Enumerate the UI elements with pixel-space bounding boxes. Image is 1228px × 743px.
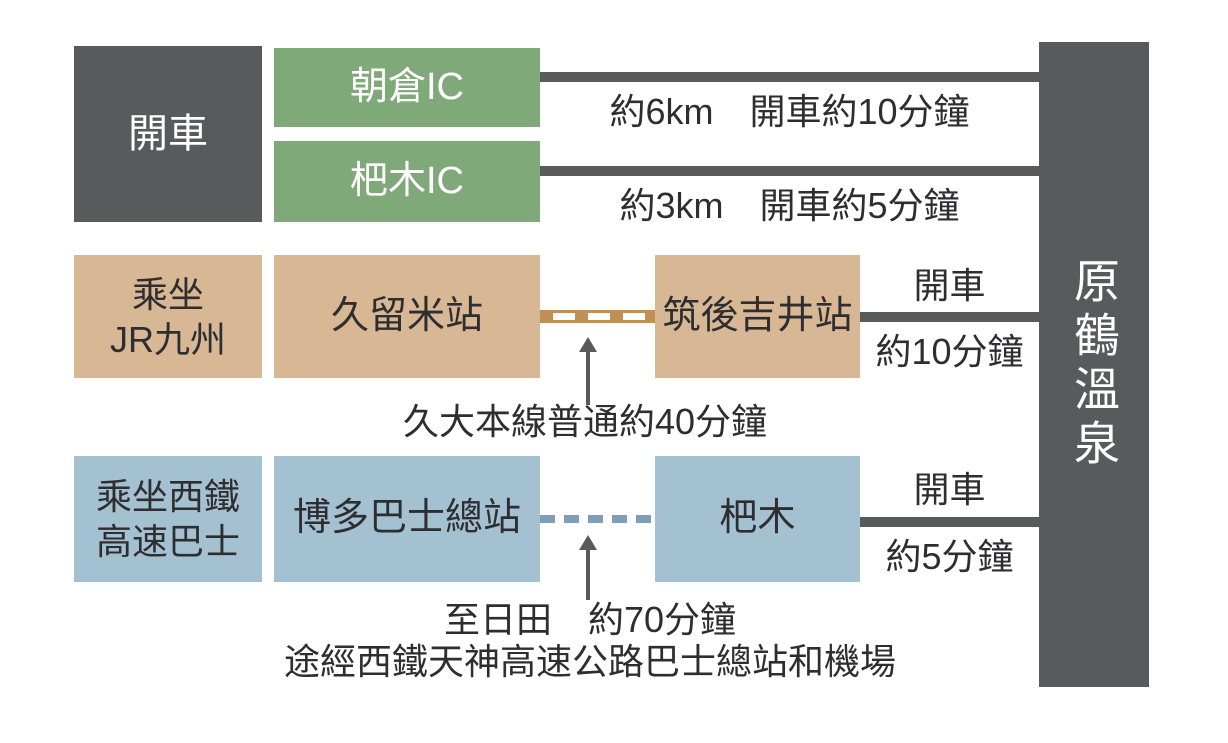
connector-line-haki-stop	[860, 517, 1039, 527]
up-arrow-icon	[578, 337, 598, 405]
kurume-station-label: 久留米站	[330, 294, 483, 337]
haki-ic-label: 杷木IC	[349, 159, 464, 202]
arrow-head	[579, 337, 597, 352]
connector-line-haki-ic	[540, 166, 1039, 176]
destination-bar: 原鶴溫泉	[1039, 42, 1149, 687]
up-arrow-icon	[578, 535, 598, 600]
arrow-shaft	[586, 550, 590, 600]
chikugo-yoshii-station-label: 筑後吉井站	[662, 294, 853, 337]
jr-mode-label-line1: 乘坐	[131, 273, 204, 315]
bus-drive-label: 開車	[913, 469, 986, 510]
jr-mode-label-line2: JR九州	[110, 318, 226, 360]
haki-ic-box: 杷木IC	[274, 141, 540, 222]
hakata-bus-terminal-label: 博多巴士總站	[292, 497, 521, 540]
haki-stop-label: 杷木	[719, 497, 796, 540]
haki-stop-box: 杷木	[655, 456, 860, 582]
haki-ic-route-note: 約3km 開車約5分鐘	[619, 185, 960, 226]
car-mode-box: 開車	[74, 46, 262, 222]
destination-label: 原鶴溫泉	[1068, 256, 1120, 473]
jr-drive-time: 約10分鐘	[875, 331, 1024, 372]
asakura-route-note: 約6km 開車約10分鐘	[609, 91, 970, 132]
bus-dashed-line	[540, 515, 655, 523]
chikugo-yoshii-station-box: 筑後吉井站	[655, 255, 860, 378]
bus-route-note-line2: 途經西鐵天神高速公路巴士總站和機場	[283, 641, 896, 682]
hakata-bus-terminal-box: 博多巴士總站	[274, 456, 540, 582]
bus-route-note-line1: 至日田 約70分鐘	[443, 599, 737, 640]
jr-rail-note: 久大本線普通約40分鐘	[402, 401, 768, 442]
car-mode-label: 開車	[128, 112, 208, 156]
bus-mode-box: 乘坐西鐵 高速巴士	[74, 456, 262, 582]
connector-line-asakura	[540, 72, 1039, 82]
jr-drive-label: 開車	[913, 265, 986, 306]
connector-line-chikugo-yoshii	[860, 312, 1039, 322]
jr-mode-box: 乘坐 JR九州	[74, 255, 262, 378]
bus-mode-label-line2: 高速巴士	[95, 521, 240, 562]
arrow-head	[579, 535, 597, 550]
bus-mode-label-line1: 乘坐西鐵	[95, 476, 240, 517]
railway-line	[540, 310, 655, 323]
arrow-shaft	[586, 352, 590, 405]
kurume-station-box: 久留米站	[274, 255, 540, 378]
asakura-ic-box: 朝倉IC	[274, 48, 540, 127]
asakura-ic-label: 朝倉IC	[349, 65, 464, 108]
bus-drive-time: 約5分鐘	[885, 536, 1014, 577]
